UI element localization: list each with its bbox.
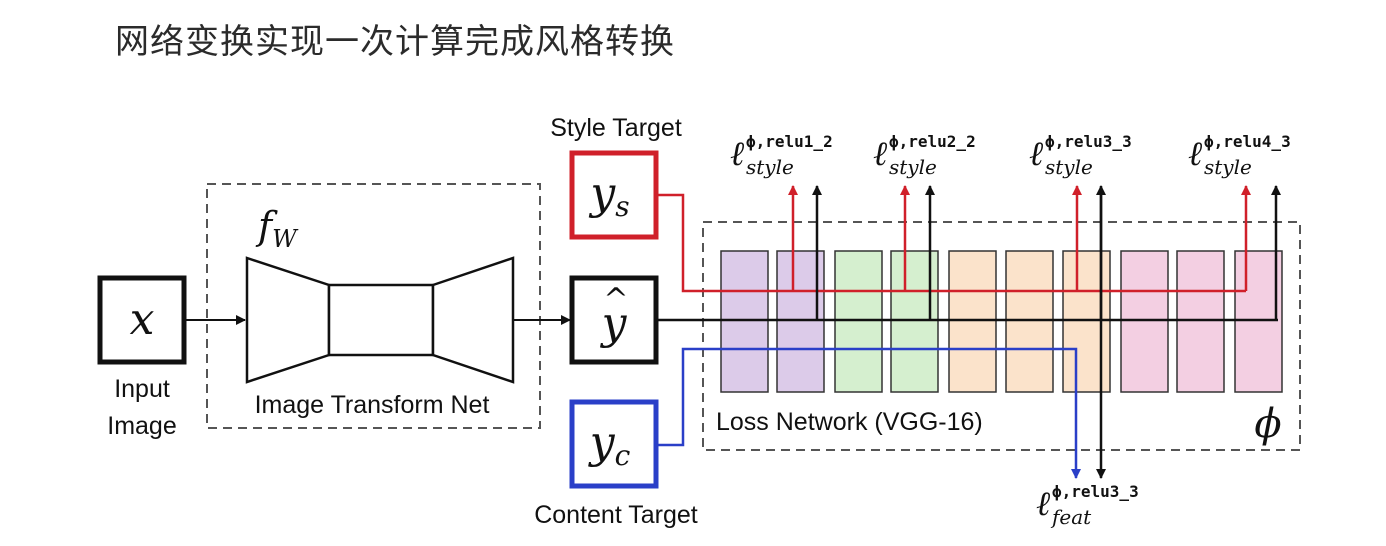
style-target-label: Style Target [550,114,682,142]
style-target-line [656,193,1246,293]
style-loss-sup-3: ϕ,relu3_3 [1045,132,1132,151]
transform-symbol: fW [255,204,299,253]
vgg-block-8 [1120,250,1169,393]
output-hat: ^ [603,282,628,317]
vgg-block-1 [720,250,769,393]
feature-loss-sub: feat [1050,505,1092,529]
input-image-box [97,275,187,365]
output-symbol: y [600,298,628,349]
style-target-symbol: ys [588,168,629,223]
feature-loss-ell: ℓ [1036,484,1050,524]
vgg-block-9 [1176,250,1225,393]
style-loss-sup-2: ϕ,relu2_2 [889,132,976,151]
style-loss-sup-1: ϕ,relu1_2 [746,132,833,151]
content-target-line [656,347,1081,479]
style-loss-label-4: ℓ ϕ,relu4_3 style [1188,132,1291,179]
style-loss-sub-3: style [1045,155,1093,179]
style-loss-sub-1: style [746,155,794,179]
vgg-block-6 [1005,250,1054,393]
style-loss-sub-4: style [1204,155,1252,179]
vgg-block-7 [1062,250,1111,393]
vgg-block-5 [948,250,997,393]
bottleneck-shape [327,283,435,357]
style-loss-label-1: ℓ ϕ,relu1_2 style [730,132,833,179]
loss-network-box [702,221,1301,451]
style-loss-arrows [788,185,1281,320]
style-loss-ell-3: ℓ [1029,134,1043,174]
feature-loss-sup: ϕ,relu3_3 [1052,482,1139,501]
vgg-blocks [720,250,1283,393]
style-loss-ell-4: ℓ [1188,134,1202,174]
style-loss-label-2: ℓ ϕ,relu2_2 style [873,132,976,179]
style-loss-sup-4: ϕ,relu4_3 [1204,132,1291,151]
transform-net-label: Image Transform Net [255,391,490,419]
vgg-block-10 [1234,250,1283,393]
content-target-symbol: yc [588,417,631,472]
page-title: 网络变换实现一次计算完成风格转换 [115,22,675,62]
content-target-label: Content Target [534,501,698,529]
style-loss-label-3: ℓ ϕ,relu3_3 style [1029,132,1132,179]
decoder-shape [431,256,515,384]
loss-network-label: Loss Network (VGG-16) [716,408,983,436]
transform-net-box [206,183,541,429]
style-loss-ell-1: ℓ [730,134,744,174]
style-loss-ell-2: ℓ [873,134,887,174]
input-symbol: x [130,294,155,345]
loss-network-symbol: ϕ [1254,401,1281,447]
input-label-line2: Image [107,412,176,440]
encoder-shape [245,256,331,384]
style-loss-sub-2: style [889,155,937,179]
feature-loss-label: ℓ ϕ,relu3_3 feat [1036,482,1139,529]
input-label-line1: Input [114,375,170,403]
vgg-block-3 [834,250,883,393]
